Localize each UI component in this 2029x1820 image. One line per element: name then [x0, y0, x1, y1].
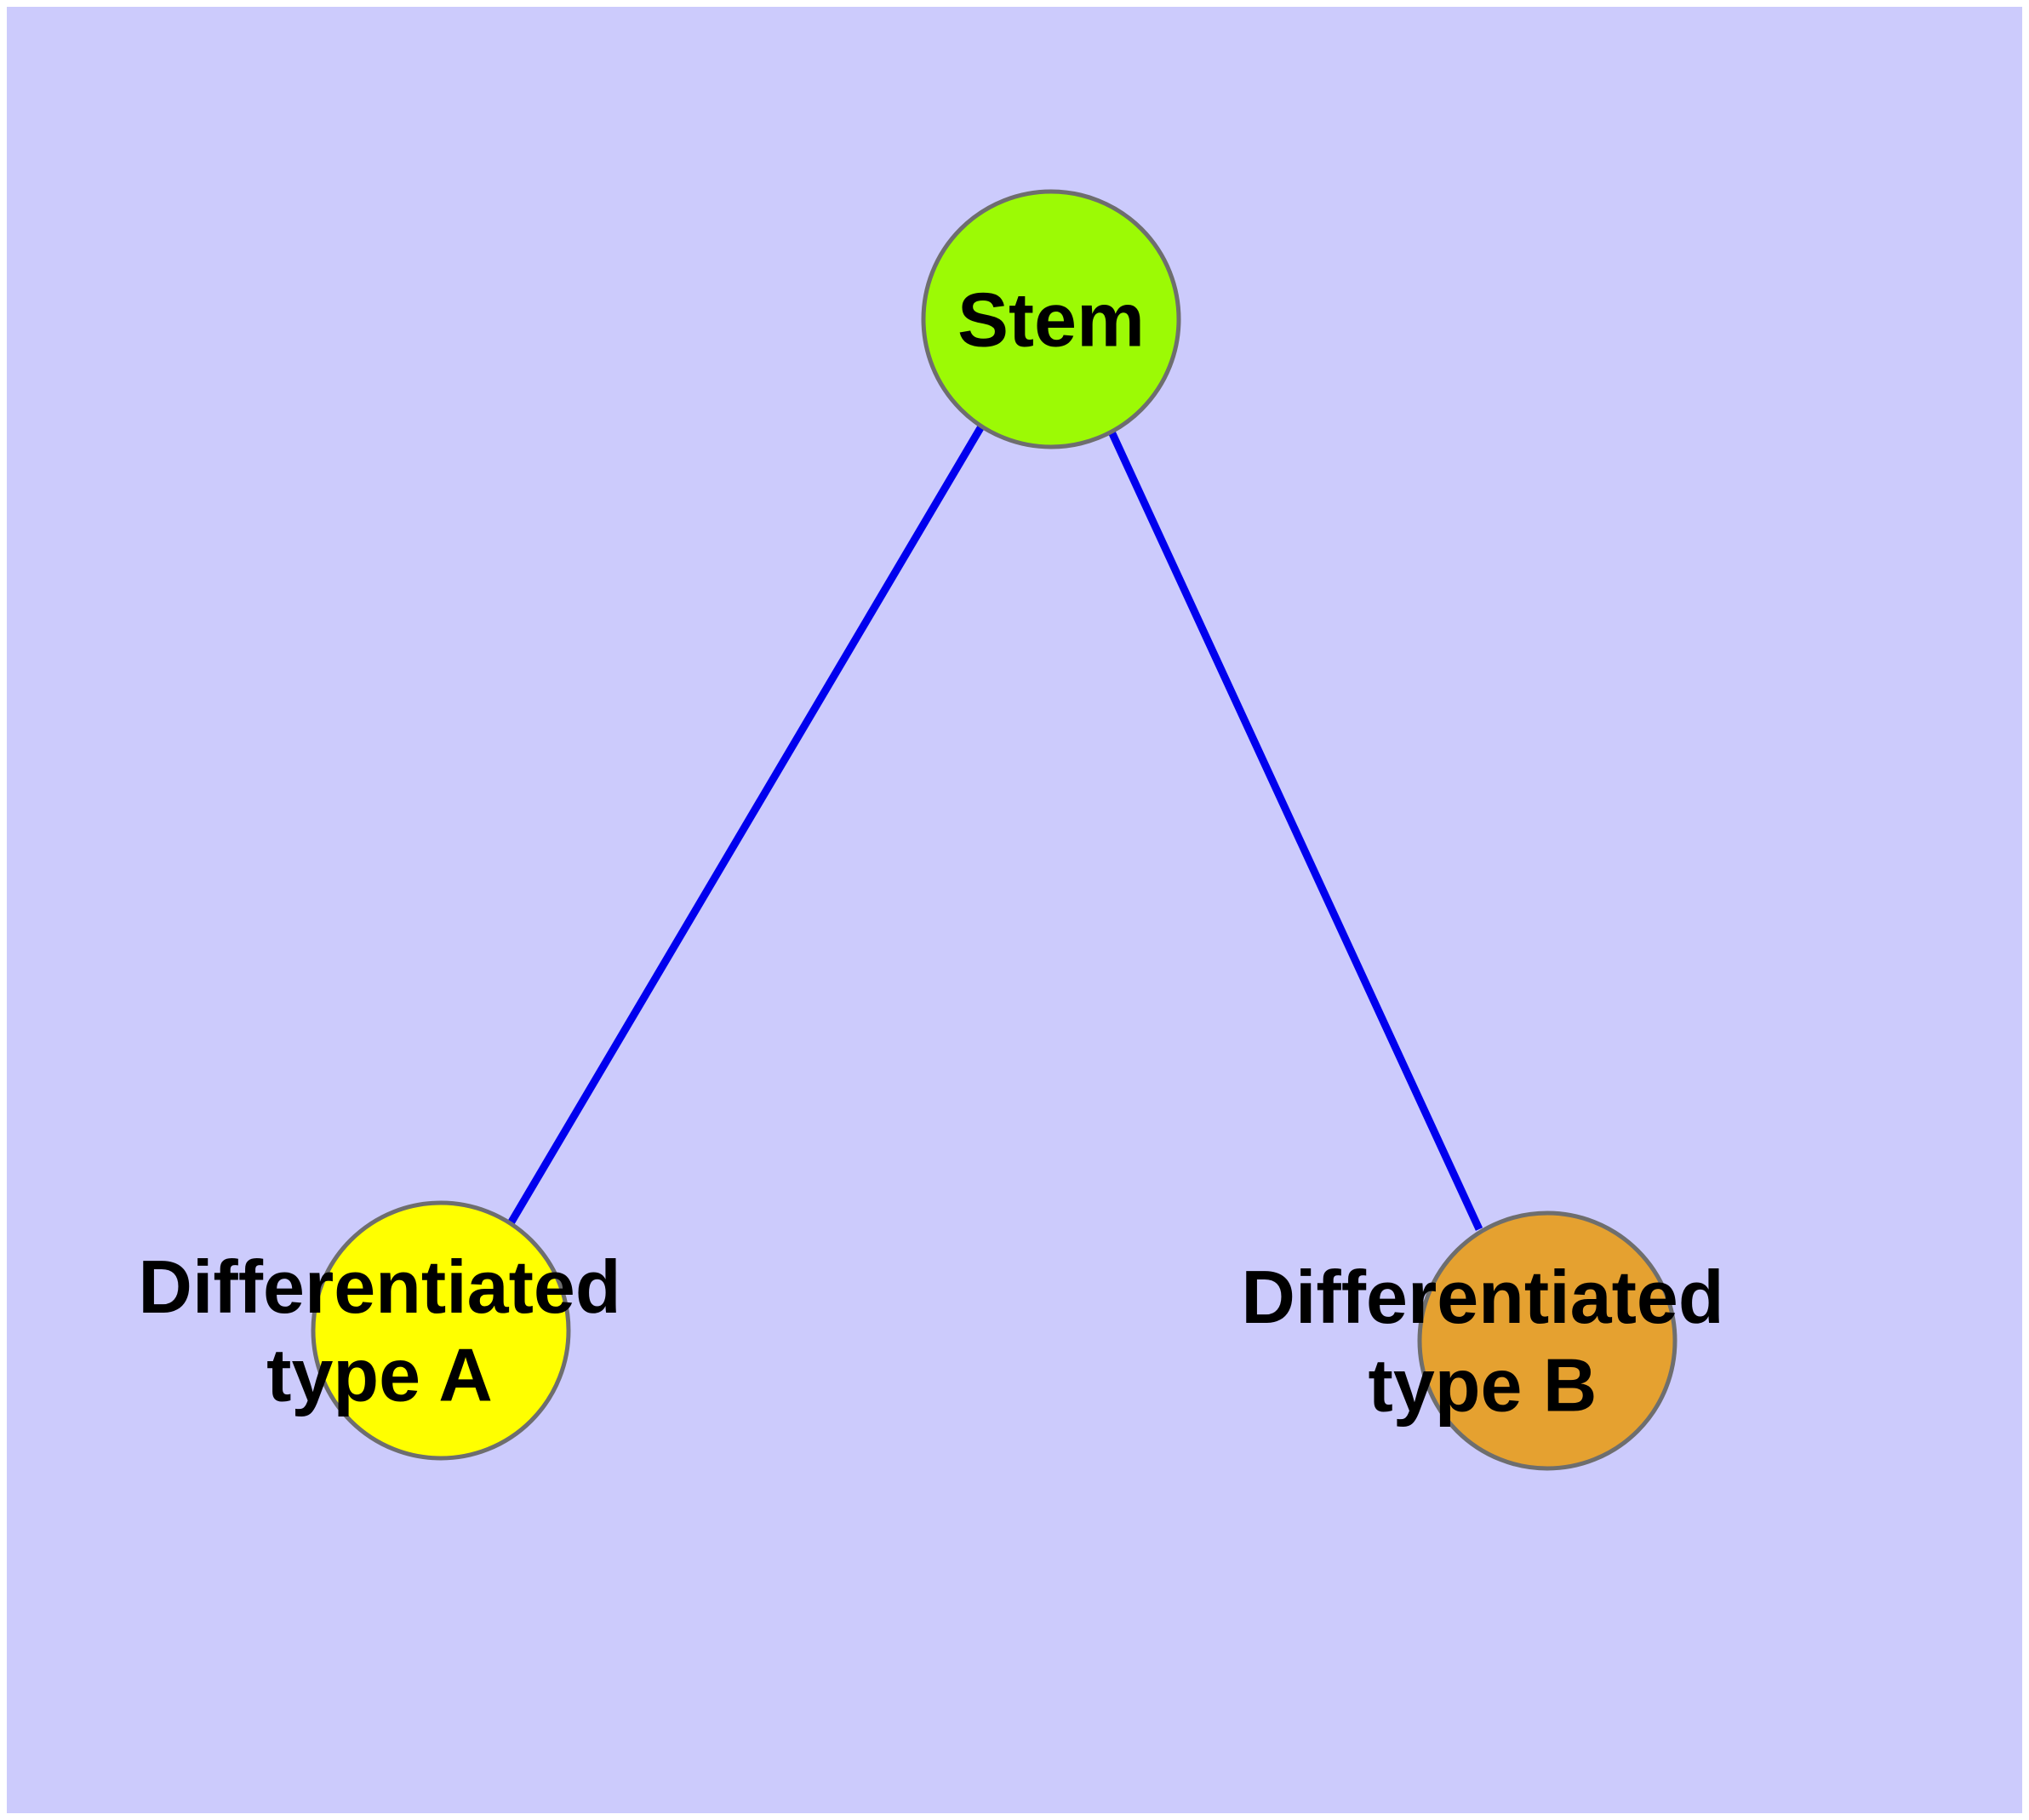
node-label-line: Differentiated: [1241, 1255, 1723, 1339]
graph-edge-stem-diff_a[interactable]: [507, 424, 985, 1226]
nodes-layer: [311, 189, 1677, 1471]
node-label-stem: Stem: [957, 278, 1145, 363]
node-label-line: type B: [1369, 1343, 1597, 1428]
node-label-line: Stem: [957, 278, 1145, 363]
node-label-line: Differentiated: [138, 1245, 620, 1329]
graph-node-diff_a[interactable]: [311, 1200, 571, 1461]
graph-edge-stem-diff_b[interactable]: [1106, 428, 1483, 1231]
edges-layer: [507, 424, 1483, 1231]
node-label-line: type A: [266, 1333, 493, 1417]
graph-node-stem[interactable]: [921, 189, 1181, 449]
graph-node-diff_b[interactable]: [1417, 1210, 1677, 1471]
